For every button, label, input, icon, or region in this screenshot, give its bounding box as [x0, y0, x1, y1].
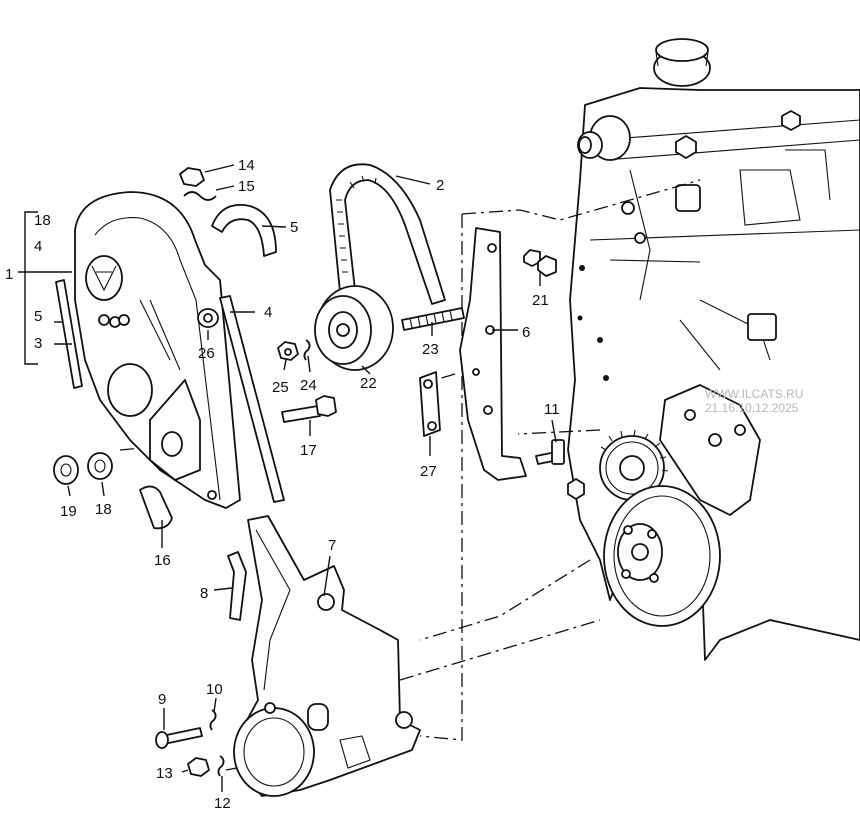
- bolt-21: [523, 249, 557, 277]
- crank-sprocket: [599, 429, 669, 501]
- callout-13: 13: [156, 765, 173, 782]
- seal-strip-left: [55, 279, 83, 389]
- rear-cover-plate: [459, 227, 527, 481]
- callout-23: 23: [422, 341, 439, 358]
- bolt-11: [535, 439, 565, 465]
- callout-5-clip: 5: [290, 219, 298, 236]
- bracket: [419, 371, 441, 437]
- bolt-9-head: [155, 731, 169, 749]
- leader-lines: [18, 164, 557, 792]
- bolt-17: [281, 395, 337, 423]
- washer-15: [183, 191, 217, 201]
- nut-14: [179, 167, 205, 187]
- callout-18-bracket: 18: [34, 212, 51, 229]
- washer-12: [217, 755, 225, 777]
- engine-block: [567, 38, 860, 661]
- rubber-pad-16: [139, 485, 173, 530]
- upper-timing-cover: [74, 191, 241, 509]
- callout-8: 8: [200, 585, 208, 602]
- callout-17: 17: [300, 442, 317, 459]
- callout-22: 22: [360, 375, 377, 392]
- callout-labels: 14 15 5 2 4 18 4 1 5 3 26 25 24 22 23 6 …: [5, 157, 560, 812]
- callout-12: 12: [214, 795, 231, 812]
- callout-9: 9: [158, 691, 166, 708]
- watermark-date: 21.16.10.12.2025: [705, 401, 799, 415]
- callout-10: 10: [206, 681, 223, 698]
- seal-strip-right: [219, 295, 285, 503]
- callout-5-bracket: 5: [34, 308, 42, 325]
- callout-25: 25: [272, 379, 289, 396]
- callout-26: 26: [198, 345, 215, 362]
- callout-14: 14: [238, 157, 255, 174]
- callout-6: 6: [522, 324, 530, 341]
- crank-pulley: [603, 485, 721, 627]
- washer-10: [209, 709, 217, 731]
- callout-19: 19: [60, 503, 77, 520]
- callout-4-bracket: 4: [34, 238, 42, 255]
- callout-18: 18: [95, 501, 112, 518]
- callout-21: 21: [532, 292, 549, 309]
- callout-11: 11: [544, 401, 560, 418]
- callout-24: 24: [300, 377, 317, 394]
- clip-top: [211, 204, 277, 257]
- callout-2: 2: [436, 177, 444, 194]
- callout-15: 15: [238, 178, 255, 195]
- lower-timing-cover: [233, 515, 421, 797]
- callout-27: 27: [420, 463, 437, 480]
- watermark-site: WWW.ILCATS.RU: [705, 387, 803, 401]
- callout-16: 16: [154, 552, 171, 569]
- grommet-19: [53, 455, 79, 485]
- tensioner-pulley: [314, 285, 394, 371]
- callout-7: 7: [328, 537, 336, 554]
- spring-washer-24: [303, 339, 311, 361]
- nut-13: [187, 757, 210, 777]
- callout-3: 3: [34, 335, 42, 352]
- callout-4-strip: 4: [264, 304, 272, 321]
- seal-8: [227, 551, 247, 621]
- spacer-18: [87, 452, 113, 480]
- bolt-26: [197, 308, 219, 328]
- callout-1: 1: [5, 266, 13, 283]
- timing-belt: [329, 163, 446, 305]
